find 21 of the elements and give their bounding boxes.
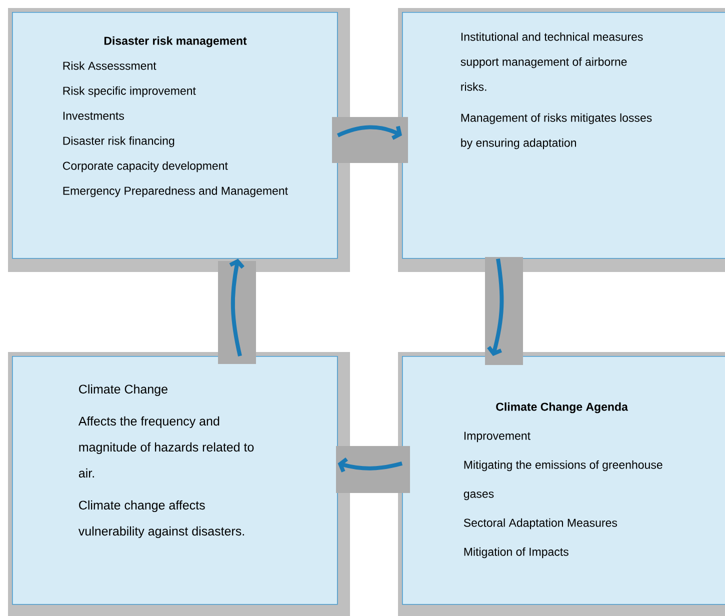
box-text: Risk specific improvement bbox=[63, 86, 196, 98]
process-box bbox=[398, 352, 725, 616]
box-text: Institutional and technical measures support management of airborne risks. bbox=[460, 32, 643, 91]
box-text: Disaster risk financing bbox=[63, 136, 174, 148]
box-text: Corporate capacity development bbox=[62, 161, 228, 172]
box-text: Sectoral Adaptation Measures bbox=[464, 518, 618, 530]
box-text: Affects the frequency and magnitude of hazards related to air. bbox=[78, 416, 254, 478]
box-text: Management of risks mitigates losses by ensuring adaptation bbox=[461, 113, 652, 150]
box-text: Risk Assesssment bbox=[63, 61, 156, 70]
box-text: Improvement bbox=[464, 432, 530, 442]
box-text: Climate Change bbox=[79, 384, 168, 396]
box-text: Mitigating the emissions of greenhouse gases bbox=[464, 460, 662, 500]
heading: Climate Change Agenda bbox=[496, 402, 628, 414]
box-text: Investments bbox=[63, 112, 124, 120]
box-text: Emergency Preparedness and Management bbox=[63, 186, 288, 198]
heading: Disaster risk management bbox=[104, 36, 247, 48]
box-text: Mitigation of Impacts bbox=[464, 547, 568, 558]
box-text: Climate change affects vulnerability against disasters. bbox=[78, 500, 244, 538]
process-box bbox=[8, 8, 350, 272]
process-box bbox=[8, 352, 350, 616]
process-box bbox=[398, 8, 725, 272]
